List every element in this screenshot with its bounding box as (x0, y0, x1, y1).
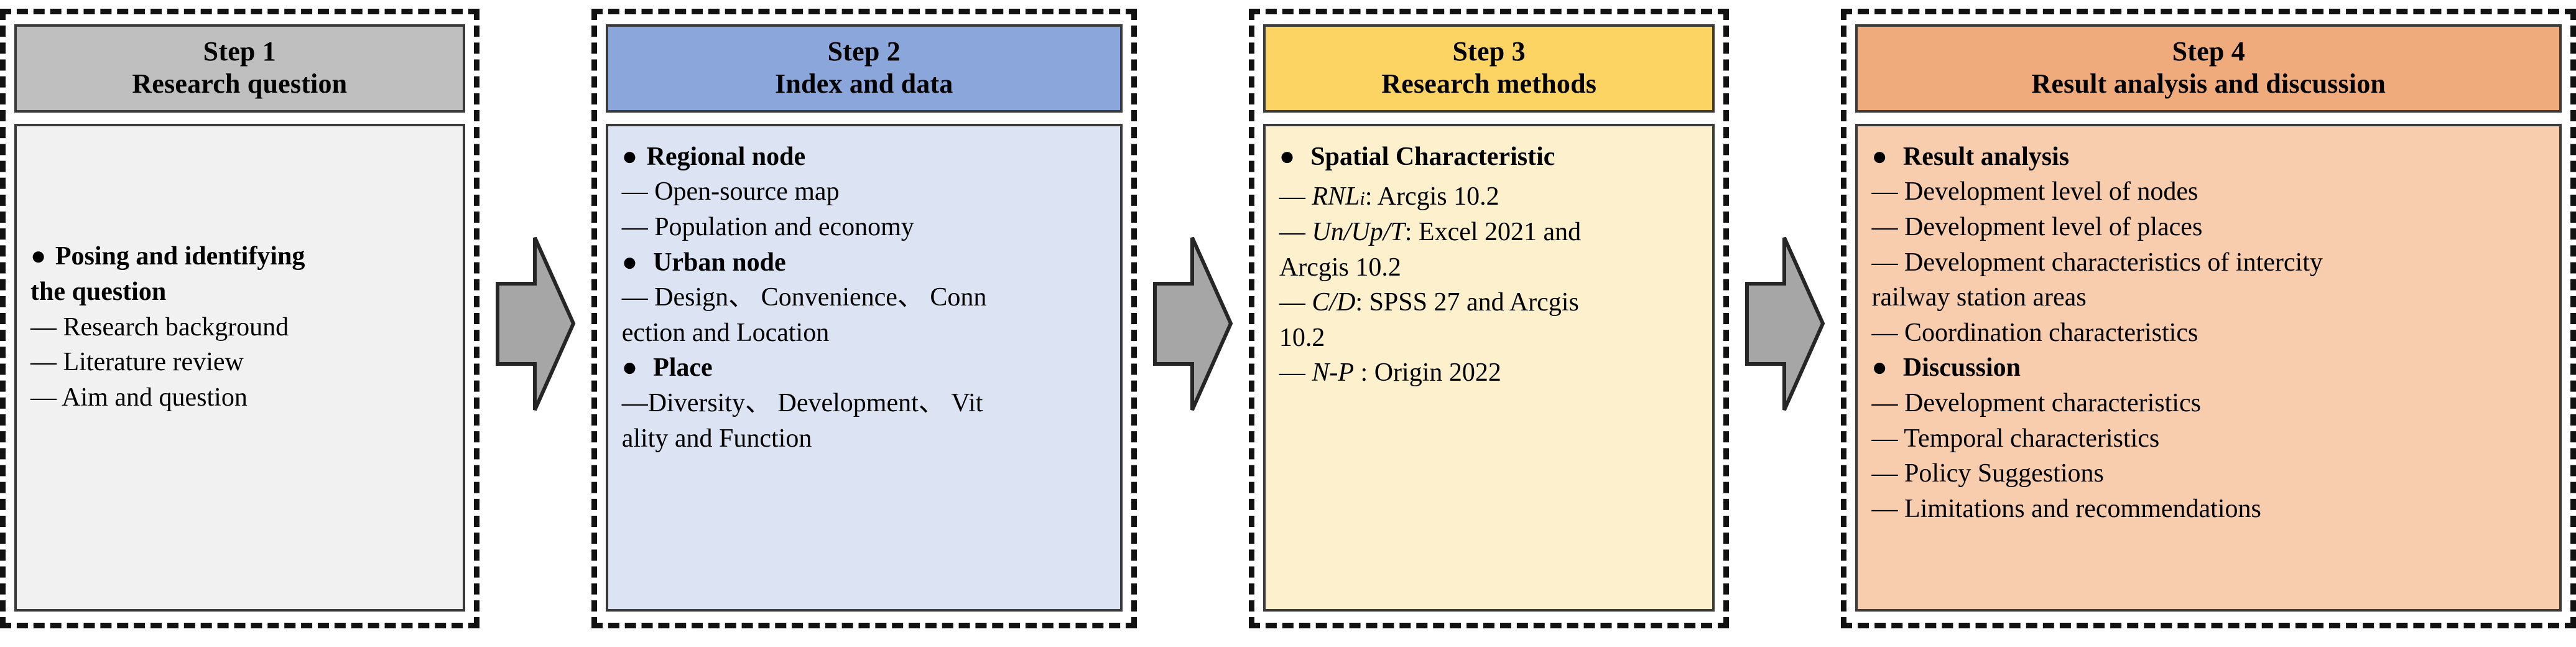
list-item: — Literature review (30, 348, 244, 377)
list-item: — Limitations and recommendations (1871, 494, 2261, 523)
method-symbol: RNL (1312, 182, 1360, 212)
method-subscript: i (1360, 188, 1365, 210)
step-4-body: ● Result analysis — Development level of… (1855, 123, 2562, 612)
step-1-subtitle: Research question (132, 68, 348, 99)
dash-mark: — (1279, 182, 1312, 212)
list-item: ● Place (622, 351, 1106, 385)
list-item: ● Urban node (622, 246, 1106, 280)
step-2-header: Step 2 Index and data (605, 24, 1123, 113)
step-panel-1: Step 1 Research question ● Posing and ide… (0, 9, 480, 628)
list-item: — Open-source map (621, 177, 840, 207)
step-2-number: Step 2 (827, 36, 901, 67)
right-arrow-icon (495, 236, 575, 411)
right-arrow-icon (1745, 236, 1825, 411)
list-item: — Research background (30, 312, 289, 342)
step-3-body: ● Spatial Characteristic — RNLi: Arcgis … (1263, 123, 1715, 612)
list-item: ● Spatial Characteristic (1279, 140, 1699, 174)
bullet-icon: ● (1279, 142, 1295, 171)
step-1-body: ● Posing and identifying the question — R… (14, 123, 465, 612)
arrow-cell-1 (480, 0, 591, 647)
list-item: — C/D: SPSS 27 and Arcgis (1279, 286, 1699, 320)
list-item: — Un/Up/T: Excel 2021 and (1279, 215, 1699, 249)
list-item-label: : Arcgis 10.2 (1364, 182, 1499, 212)
dash-mark: — (1279, 218, 1312, 246)
step-1-header: Step 1 Research question (14, 24, 465, 113)
dash-mark: — (1279, 288, 1312, 317)
list-item-label: Result analysis (1896, 142, 2070, 171)
step-2-subtitle: Index and data (775, 68, 953, 99)
bullet-icon: ● (1871, 142, 1888, 171)
list-item-label: Posing and identifying (55, 242, 305, 271)
step-panel-4: Step 4 Result analysis and discussion ● … (1841, 9, 2576, 628)
list-item: — RNLi: Arcgis 10.2 (1279, 180, 1699, 214)
list-item: 10.2 (1279, 323, 1325, 352)
step-4-header: Step 4 Result analysis and discussion (1855, 24, 2562, 113)
list-item: — Policy Suggestions (1871, 459, 2104, 488)
list-item-label: : SPSS 27 and Arcgis (1355, 288, 1579, 317)
step-3-number: Step 3 (1452, 36, 1526, 67)
bullet-icon: ● (1871, 353, 1888, 383)
step-1-number: Step 1 (203, 36, 276, 67)
step-panel-3: Step 3 Research methods ● Spatial Charac… (1248, 9, 1730, 628)
arrow-cell-3 (1729, 0, 1841, 647)
list-item: — Aim and question (30, 383, 248, 412)
list-item: — Development characteristics (1871, 388, 2201, 417)
dash-mark: — (1279, 358, 1312, 388)
list-item-label: Regional node (646, 142, 806, 171)
list-item: ection and Location (621, 318, 830, 347)
list-item: —Diversity、 Development、 Vit (621, 388, 983, 417)
right-arrow-icon (1152, 236, 1233, 411)
list-item: railway station areas (1871, 283, 2087, 312)
step-2-body: ● Regional node — Open-source map — Popul… (605, 123, 1123, 612)
list-item: ● Discussion (1871, 351, 2546, 385)
list-item-label: Spatial Characteristic (1304, 142, 1555, 171)
list-item: — Development level of places (1871, 213, 2203, 241)
arrow-cell-2 (1137, 0, 1249, 647)
step-3-subtitle: Research methods (1381, 68, 1597, 99)
list-item-label: : Excel 2021 and (1404, 218, 1582, 246)
list-item: — Development level of nodes (1871, 177, 2198, 207)
list-item-label: Urban node (646, 248, 786, 277)
bullet-icon: ● (621, 353, 638, 383)
list-item-label: the question (30, 277, 167, 307)
method-symbol: C/D (1312, 288, 1356, 317)
bullet-icon: ● (30, 242, 47, 271)
list-item: — Coordination characteristics (1871, 318, 2198, 347)
list-item-label: Discussion (1896, 353, 2021, 383)
bullet-icon: ● (621, 248, 638, 277)
method-symbol: N-P (1312, 358, 1355, 388)
list-item: — Temporal characteristics (1871, 424, 2160, 453)
step-3-header: Step 3 Research methods (1263, 24, 1715, 113)
list-item: — N-P : Origin 2022 (1279, 356, 1699, 390)
list-item: ● Result analysis (1871, 140, 2546, 174)
bullet-icon: ● (621, 142, 638, 171)
method-symbol: Un/Up/T (1312, 218, 1405, 246)
list-item: — Development characteristics of interci… (1871, 248, 2323, 277)
step-4-subtitle: Result analysis and discussion (2031, 68, 2386, 99)
list-item: ● Regional node (622, 140, 1106, 174)
step-4-number: Step 4 (2172, 36, 2245, 67)
list-item: ality and Function (621, 424, 812, 453)
list-item-label: Place (646, 353, 713, 383)
list-item: the question (30, 275, 449, 309)
step-panel-2: Step 2 Index and data ● Regional node — O… (591, 9, 1137, 628)
list-item: — Population and economy (621, 213, 914, 241)
list-item: — Design、 Convenience、 Conn (621, 283, 987, 312)
list-item: ● Posing and identifying (30, 240, 449, 274)
list-item: Arcgis 10.2 (1279, 253, 1401, 282)
list-item-label: : Origin 2022 (1354, 358, 1501, 388)
